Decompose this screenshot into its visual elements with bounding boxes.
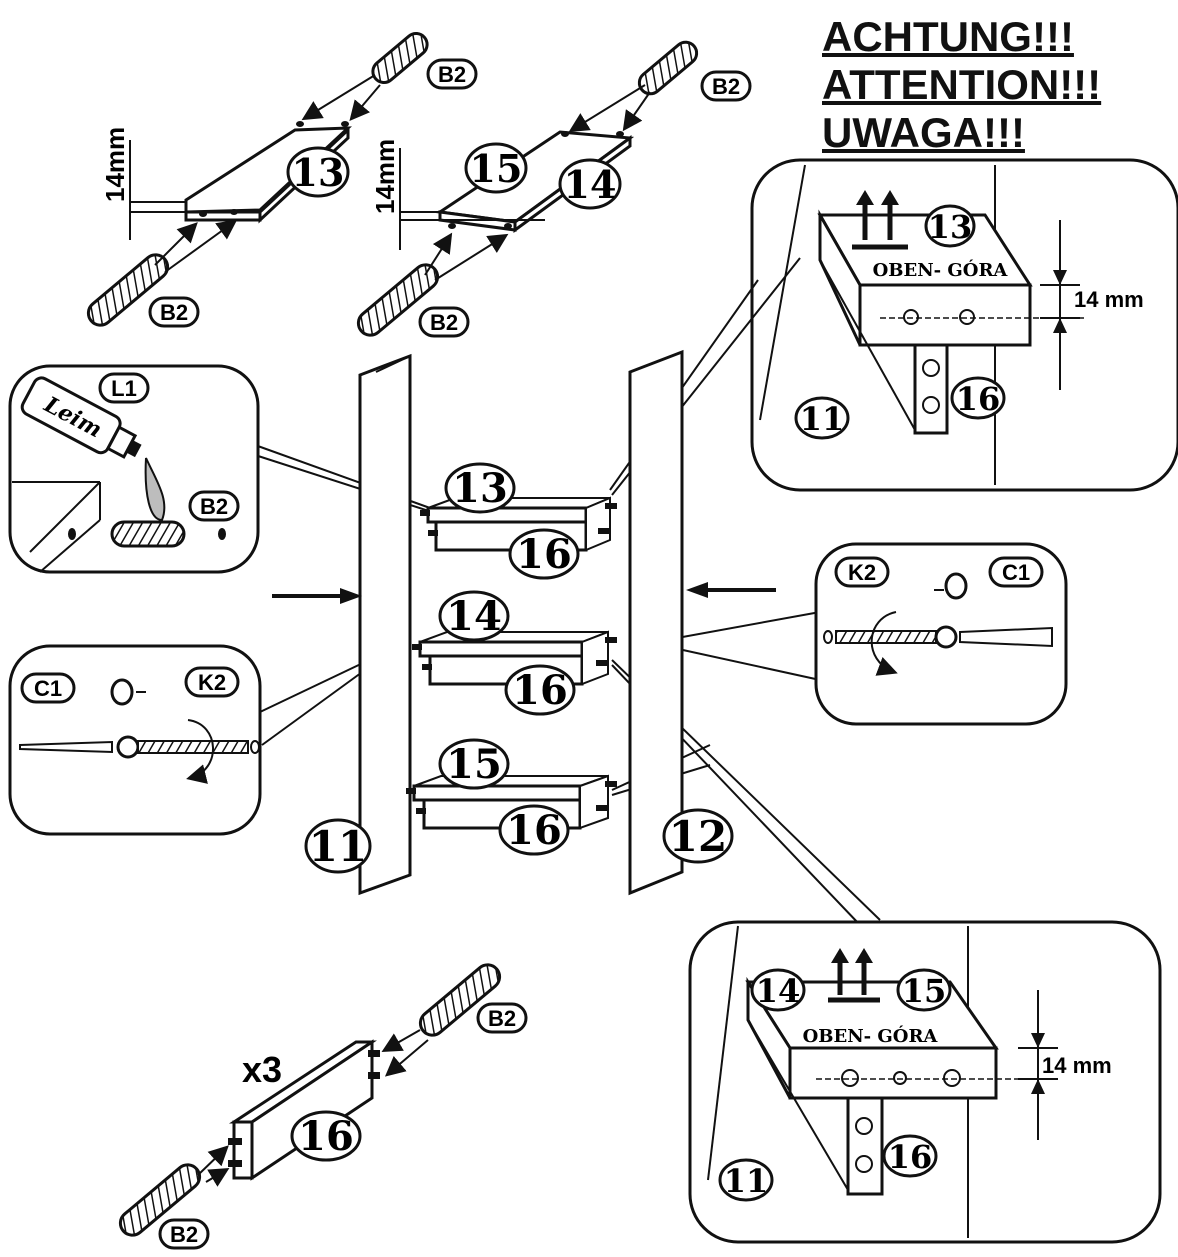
dowel-b2-label: B2 bbox=[170, 1222, 198, 1247]
dimension-14mm-label: 14mm bbox=[370, 139, 400, 214]
dimension-14-mm-label: 14 mm bbox=[1074, 287, 1144, 312]
part-15-label: 15 bbox=[902, 972, 947, 1010]
part-13-label: 13 bbox=[928, 208, 973, 246]
cam-lock-c1-label: C1 bbox=[34, 676, 62, 701]
warning-heading-pl: UWAGA!!! bbox=[822, 109, 1025, 156]
cam-bolt-icon bbox=[137, 740, 249, 754]
top-mark-label: OBEN- GÓRA bbox=[873, 258, 1009, 281]
part-13-label: 13 bbox=[452, 465, 508, 512]
cam-lock-icon bbox=[110, 678, 134, 706]
cam-lock-icon bbox=[944, 572, 968, 600]
dowel-b2-label: B2 bbox=[438, 62, 466, 87]
push-right-arrow-icon bbox=[272, 588, 362, 604]
top-mark-label: OBEN- GÓRA bbox=[803, 1024, 939, 1047]
part-16-label: 16 bbox=[512, 667, 568, 714]
dowel-b2-label: B2 bbox=[712, 74, 740, 99]
part-16-label: 16 bbox=[956, 380, 1001, 418]
callout-top-board: 14 mm OBEN- GÓRA 13 16 11 bbox=[750, 158, 1178, 492]
rotate-arrow-icon bbox=[870, 611, 898, 676]
part-14-label: 14 bbox=[446, 593, 502, 640]
dimension-14-mm-label: 14 mm bbox=[1042, 1053, 1112, 1078]
part-11-label: 11 bbox=[800, 400, 845, 438]
part-15-label: 15 bbox=[470, 146, 523, 191]
board-13-detail: 14mm 13 B2 B2 bbox=[86, 32, 478, 328]
rotate-arrow-icon bbox=[186, 719, 214, 784]
warning-heading-de: ACHTUNG!!! bbox=[822, 13, 1074, 60]
cam-bolt-icon bbox=[835, 630, 937, 644]
dimension-14mm-label: 14mm bbox=[100, 127, 130, 202]
callout-cam-right: K2 C1 bbox=[814, 542, 1068, 726]
part-16-label: 16 bbox=[516, 531, 572, 578]
board-14-15-detail: 14mm 15 14 B2 B2 bbox=[356, 40, 752, 338]
part-16-label: 16 bbox=[298, 1113, 354, 1160]
rail-16-detail: x3 16 B2 B2 bbox=[118, 963, 528, 1250]
dowel-icon bbox=[110, 520, 186, 548]
part-15-label: 15 bbox=[446, 741, 502, 788]
screwdriver-icon bbox=[19, 740, 113, 754]
cam-lock-c1-label: C1 bbox=[1002, 560, 1030, 585]
part-16-label: 16 bbox=[506, 807, 562, 854]
quantity-x3-label: x3 bbox=[242, 1049, 282, 1090]
part-11-label: 11 bbox=[309, 822, 367, 871]
part-14-label: 14 bbox=[564, 162, 617, 207]
main-assembly: 13 16 14 16 15 16 11 12 bbox=[272, 349, 776, 896]
dowel-b2-label: B2 bbox=[160, 300, 188, 325]
callout-glue: Leim L1 B2 bbox=[8, 364, 260, 574]
up-arrows-icon bbox=[828, 948, 880, 1003]
part-12-label: 12 bbox=[669, 812, 727, 861]
dowel-b2-label: B2 bbox=[430, 310, 458, 335]
callout-middle-board: 14 mm OBEN- GÓRA 14 15 16 11 bbox=[688, 920, 1162, 1244]
side-panel-12 bbox=[628, 349, 684, 896]
warning-heading-en: ATTENTION!!! bbox=[822, 61, 1102, 108]
dowel-b2-label: B2 bbox=[200, 494, 228, 519]
dowel-b2-label: B2 bbox=[488, 1006, 516, 1031]
part-13-label: 13 bbox=[292, 150, 345, 195]
callout-cam-left: C1 K2 bbox=[8, 644, 262, 836]
screwdriver-icon bbox=[959, 626, 1053, 648]
part-11-label: 11 bbox=[724, 1162, 769, 1200]
glue-tube-icon: Leim bbox=[20, 376, 142, 459]
part-16-label: 16 bbox=[888, 1138, 933, 1176]
cam-bolt-k2-label: K2 bbox=[198, 670, 226, 695]
side-panel-11 bbox=[358, 353, 412, 896]
glue-l1-label: L1 bbox=[111, 376, 137, 401]
up-arrows-icon bbox=[852, 190, 908, 250]
part-14-label: 14 bbox=[756, 972, 801, 1010]
push-left-arrow-icon bbox=[686, 582, 776, 598]
glue-drop-icon bbox=[144, 457, 166, 522]
cam-bolt-k2-label: K2 bbox=[848, 560, 876, 585]
